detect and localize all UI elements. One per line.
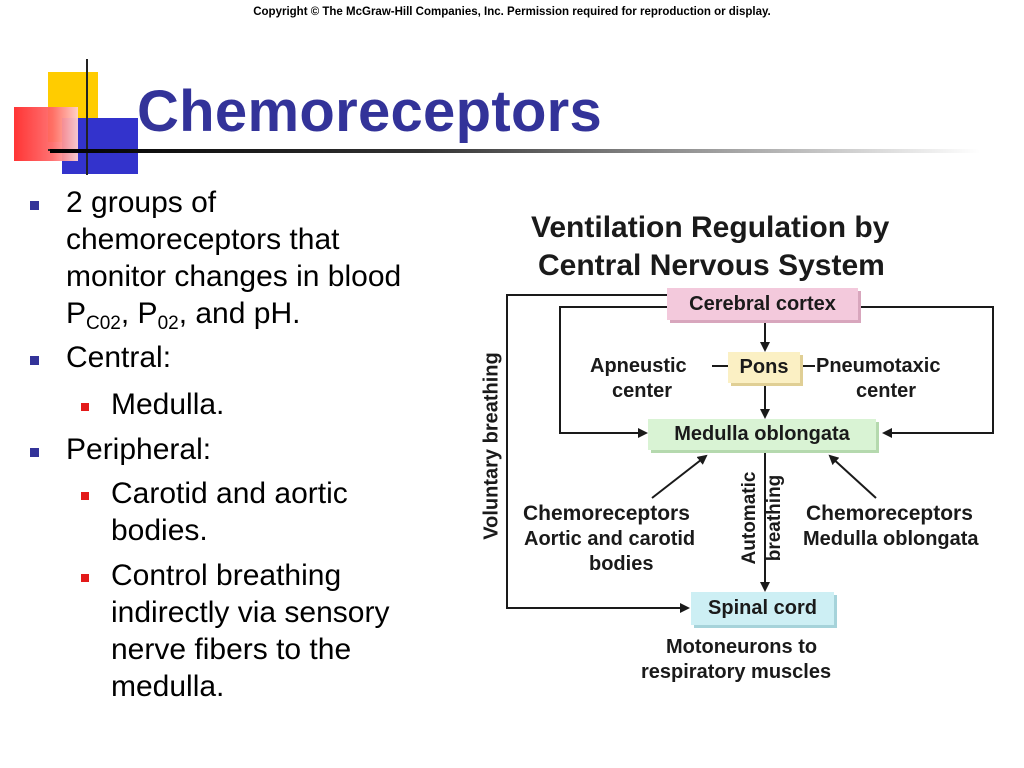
sub-bullet-text: medulla. xyxy=(111,670,225,703)
voluntary-breathing-label: Voluntary breathing xyxy=(480,352,503,540)
bullet-text: chemoreceptors that xyxy=(66,223,340,256)
formula-end: , and pH. xyxy=(178,297,301,330)
sub-bullet-text: bodies. xyxy=(111,514,208,547)
p-symbol: , P xyxy=(120,297,158,330)
slide-title: Chemoreceptors xyxy=(137,79,603,144)
motoneurons-label: Motoneurons to xyxy=(666,636,818,658)
sub-bullet-text: indirectly via sensory xyxy=(111,596,390,629)
spinal-cord-box: Spinal cord xyxy=(691,592,834,625)
bullet-text: monitor changes in blood xyxy=(66,260,402,293)
bullet-list: 2 groups of chemoreceptors that monitor … xyxy=(0,0,470,768)
bullet-marker xyxy=(30,356,39,365)
breathing-label: breathing xyxy=(764,474,785,562)
medulla-oblongata-label: Medulla oblongata xyxy=(803,528,979,550)
pneumotaxic-label-line2: center xyxy=(856,380,917,402)
sub-bullet-text: Carotid and aortic xyxy=(111,477,348,510)
bullet-text: Central: xyxy=(66,341,172,374)
o2-subscript: 02 xyxy=(157,313,179,334)
cerebral-cortex-box: Cerebral cortex xyxy=(667,288,858,320)
chemoreceptors-central-label: Chemoreceptors xyxy=(806,502,973,525)
copyright-notice: Copyright © The McGraw-Hill Companies, I… xyxy=(253,6,771,18)
bullet-text: Peripheral: xyxy=(66,433,212,466)
sub-bullet-marker xyxy=(81,574,89,582)
bullet-marker xyxy=(30,448,39,457)
sub-bullet-text: Control breathing xyxy=(111,559,342,592)
co2-subscript: C02 xyxy=(86,313,121,334)
sub-bullet-marker xyxy=(81,403,89,411)
chemoreceptors-peripheral-label: Chemoreceptors xyxy=(523,502,690,525)
pons-box: Pons xyxy=(728,352,800,383)
bodies-label: bodies xyxy=(589,553,654,575)
bullet-text-formula: PC02, P02, and pH. xyxy=(66,295,301,334)
sub-bullet-marker xyxy=(81,492,89,500)
sub-bullet-text: nerve fibers to the xyxy=(111,633,352,666)
pneumotaxic-label: Pneumotaxic xyxy=(816,355,941,377)
bullet-text: 2 groups of xyxy=(66,186,217,219)
automatic-label: Automatic xyxy=(739,471,760,565)
respiratory-muscles-label: respiratory muscles xyxy=(641,661,832,683)
diagram-title-line2: Central Nervous System xyxy=(538,249,885,282)
bullet-marker xyxy=(30,201,39,210)
title-underline xyxy=(50,149,980,153)
sub-bullet-text: Medulla. xyxy=(111,388,225,421)
p-symbol: P xyxy=(66,297,87,330)
diagram-title-line1: Ventilation Regulation by xyxy=(531,211,890,244)
apneustic-label: Apneustic xyxy=(590,355,687,377)
vertical-line xyxy=(86,59,88,175)
medulla-oblongata-box: Medulla oblongata xyxy=(648,419,876,450)
aortic-carotid-label: Aortic and carotid xyxy=(524,528,696,550)
apneustic-label-line2: center xyxy=(612,380,673,402)
